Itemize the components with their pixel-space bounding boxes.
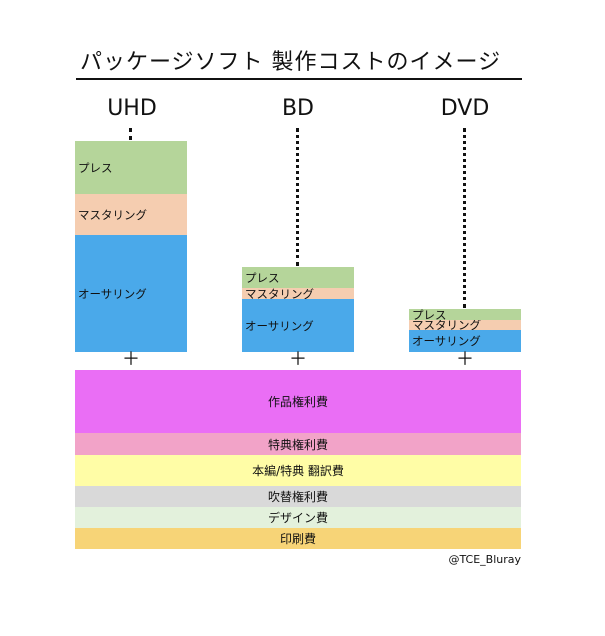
band-translation: 本編/特典 翻訳費 (75, 455, 521, 486)
segment-authoring-dvd: オーサリング (409, 330, 521, 352)
dotted-connector-uhd (129, 128, 132, 140)
column-title-bd: BD (281, 96, 315, 121)
band-bonus-rights: 特典権利費 (75, 433, 521, 455)
credit-handle: @TCE_Bluray (448, 553, 521, 566)
segment-mastering-bd: マスタリング (242, 288, 354, 299)
column-title-dvd: DVD (440, 96, 490, 121)
segment-mastering-uhd: マスタリング (75, 194, 187, 235)
page-title: パッケージソフト 製作コストのイメージ (80, 50, 502, 75)
cost-stack-bd: プレス マスタリング オーサリング (242, 267, 354, 352)
cost-stack-dvd: プレス マスタリング オーサリング (409, 309, 521, 352)
band-printing: 印刷費 (75, 528, 521, 549)
segment-press-dvd: プレス (409, 309, 521, 320)
band-design: デザイン費 (75, 507, 521, 528)
plus-sign-dvd: ＋ (456, 349, 474, 370)
segment-mastering-dvd: マスタリング (409, 320, 521, 330)
plus-sign-uhd: ＋ (122, 349, 140, 370)
segment-authoring-uhd: オーサリング (75, 235, 187, 352)
column-title-uhd: UHD (107, 96, 157, 121)
band-work-rights: 作品権利費 (75, 370, 521, 433)
segment-press-uhd: プレス (75, 141, 187, 194)
title-underline (76, 78, 522, 80)
dotted-connector-dvd (463, 128, 466, 308)
cost-stack-uhd: プレス マスタリング オーサリング (75, 141, 187, 352)
segment-authoring-bd: オーサリング (242, 299, 354, 352)
plus-sign-bd: ＋ (289, 349, 307, 370)
band-dub-rights: 吹替権利費 (75, 486, 521, 507)
common-cost-stack: 作品権利費 特典権利費 本編/特典 翻訳費 吹替権利費 デザイン費 印刷費 (75, 370, 521, 549)
segment-press-bd: プレス (242, 267, 354, 288)
dotted-connector-bd (296, 128, 299, 266)
